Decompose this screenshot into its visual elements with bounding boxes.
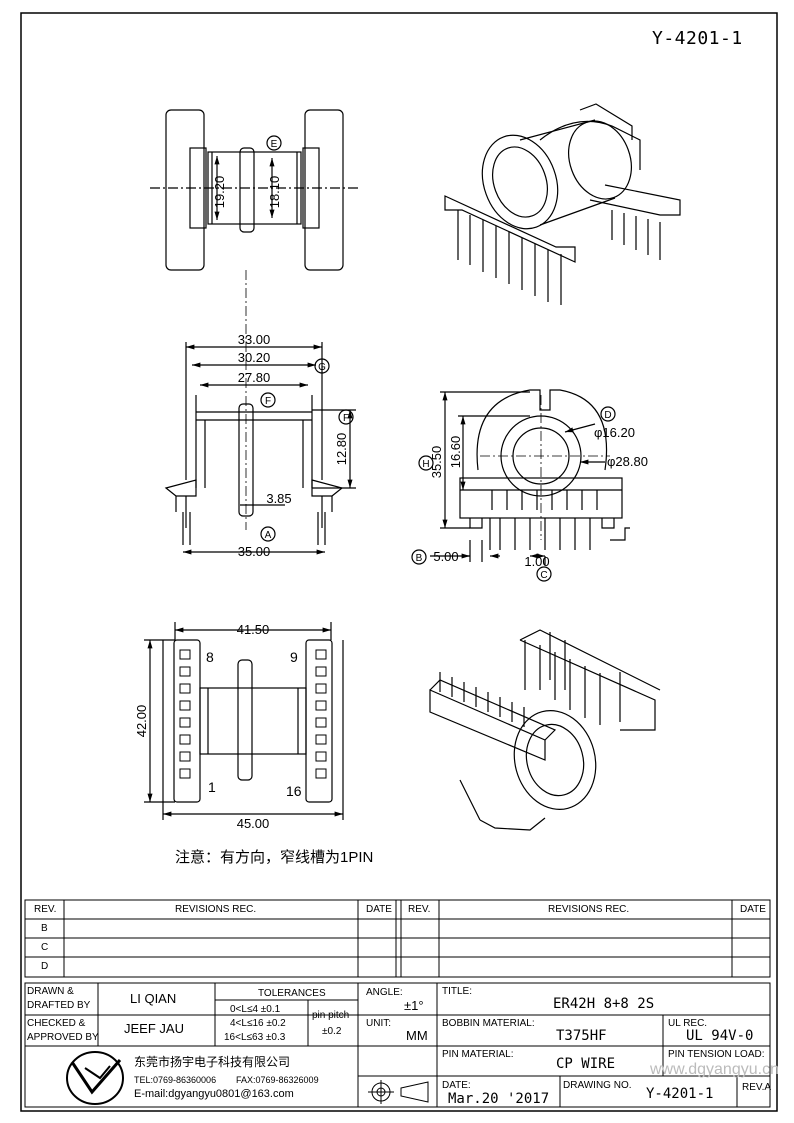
dim-5-00: 5.00: [433, 549, 458, 564]
ul-rec-value: UL 94V-0: [686, 1028, 754, 1044]
company-logo: [66, 1051, 124, 1105]
company-email: E-mail:dgyangyu0801@163.com: [134, 1088, 294, 1100]
title-label: TITLE:: [442, 986, 473, 997]
date-label: DATE:: [442, 1080, 471, 1091]
front-view: [164, 270, 356, 555]
dim-12-80: 12.80: [334, 433, 349, 466]
pin-material-label: PIN MATERIAL:: [442, 1049, 514, 1060]
dim-3-85: 3.85: [266, 491, 291, 506]
dim-35-00: 35.00: [238, 544, 271, 559]
dim-41-50: 41.50: [237, 622, 270, 637]
projection-symbol: [368, 1080, 429, 1104]
drawn-by-label-2: DRAFTED BY: [27, 1000, 91, 1011]
checked-by-value: JEEF JAU: [124, 1021, 184, 1036]
top-view: [150, 109, 360, 271]
isometric-view-bottom: [429, 629, 661, 831]
callout-h: H: [422, 459, 429, 470]
revisions-header-left: REVISIONS REC.: [175, 904, 257, 915]
pin-tension-label: PIN TENSION LOAD:: [668, 1049, 765, 1060]
angle-label: ANGLE:: [366, 987, 403, 998]
rev-a-label: REV.A: [742, 1082, 772, 1093]
dim-33-00: 33.00: [238, 332, 271, 347]
callout-f-2: F: [343, 413, 349, 424]
direction-note: 注意：有方向，窄线槽为1PIN: [175, 849, 374, 866]
unit-value: MM: [406, 1028, 428, 1043]
callout-d: D: [604, 410, 611, 421]
tolerance-2: 4<L≤16 ±0.2: [230, 1018, 286, 1029]
revision-table: [24, 899, 771, 978]
callout-g: G: [318, 362, 326, 373]
dim-19-20: 19.20: [212, 176, 227, 209]
bottom-view: [144, 622, 344, 820]
dim-30-20: 30.20: [238, 350, 271, 365]
angle-value: ±1°: [404, 998, 424, 1013]
date-value: Mar.20 '2017: [448, 1091, 550, 1107]
rev-header-left: REV.: [34, 904, 57, 915]
dim-phi-28-80: φ28.80: [607, 454, 648, 469]
pin-material-value: CP WIRE: [556, 1056, 616, 1072]
bottom-view-pins-right: [315, 649, 327, 779]
callout-f-1: F: [265, 396, 271, 407]
pin-1-label: 1: [208, 779, 216, 795]
drawn-by-label-1: DRAWN &: [27, 986, 74, 997]
watermark: www.dgyangyu.cn: [650, 1061, 779, 1078]
rev-header-right: REV.: [408, 904, 431, 915]
tolerances-label: TOLERANCES: [258, 988, 326, 999]
pin-8-label: 8: [206, 649, 214, 665]
ul-rec-label: UL REC.: [668, 1018, 708, 1029]
dim-27-80: 27.80: [238, 370, 271, 385]
pin-pitch-label: pin pitch: [312, 1010, 350, 1021]
unit-label: UNIT:: [366, 1018, 391, 1029]
date-header-left: DATE: [366, 904, 392, 915]
dim-16-60: 16.60: [448, 436, 463, 469]
rev-row-c: C: [41, 942, 49, 953]
pin-16-label: 16: [286, 783, 302, 799]
date-header-right: DATE: [740, 904, 766, 915]
tolerance-1: 0<L≤4 ±0.1: [230, 1004, 281, 1015]
side-view: [411, 389, 630, 582]
dim-45-00: 45.00: [237, 816, 270, 831]
drawn-by-value: LI QIAN: [130, 991, 177, 1006]
dim-1-00: 1.00: [524, 554, 549, 569]
title-block: [24, 982, 771, 1108]
revisions-header-right: REVISIONS REC.: [548, 904, 630, 915]
callout-e: E: [271, 139, 278, 150]
drawing-no-label: DRAWING NO.: [563, 1080, 632, 1091]
rev-row-b: B: [41, 923, 48, 934]
bobbin-material-value: T375HF: [556, 1028, 607, 1044]
pin-pitch-value: ±0.2: [322, 1026, 342, 1037]
rev-row-d: D: [41, 961, 49, 972]
dim-42-00: 42.00: [134, 705, 149, 738]
callout-a: A: [265, 530, 272, 541]
dim-18-10: 18.10: [267, 176, 282, 209]
tolerance-3: 16<L≤63 ±0.3: [224, 1032, 286, 1043]
company-tel: TEL:0769-86360006: [134, 1075, 217, 1085]
company-name: 东莞市扬宇电子科技有限公司: [134, 1055, 291, 1069]
company-fax: FAX:0769-86326009: [236, 1075, 319, 1085]
isometric-view-top: [444, 103, 681, 305]
callout-b: B: [416, 553, 423, 564]
bobbin-material-label: BOBBIN MATERIAL:: [442, 1018, 535, 1029]
checked-by-label-1: CHECKED &: [27, 1018, 86, 1029]
dim-phi-16-20: φ16.20: [594, 425, 635, 440]
pin-9-label: 9: [290, 649, 298, 665]
sheet-border: [20, 12, 778, 1112]
callout-c: C: [540, 570, 547, 581]
drawing-no-value: Y-4201-1: [646, 1086, 714, 1102]
title-value: ER42H 8+8 2S: [553, 996, 655, 1012]
checked-by-label-2: APPROVED BY: [27, 1032, 99, 1043]
dim-35-50: 35.50: [429, 446, 444, 479]
bottom-view-pins-left: [179, 649, 191, 779]
drawing-number-top: Y-4201-1: [652, 28, 743, 49]
